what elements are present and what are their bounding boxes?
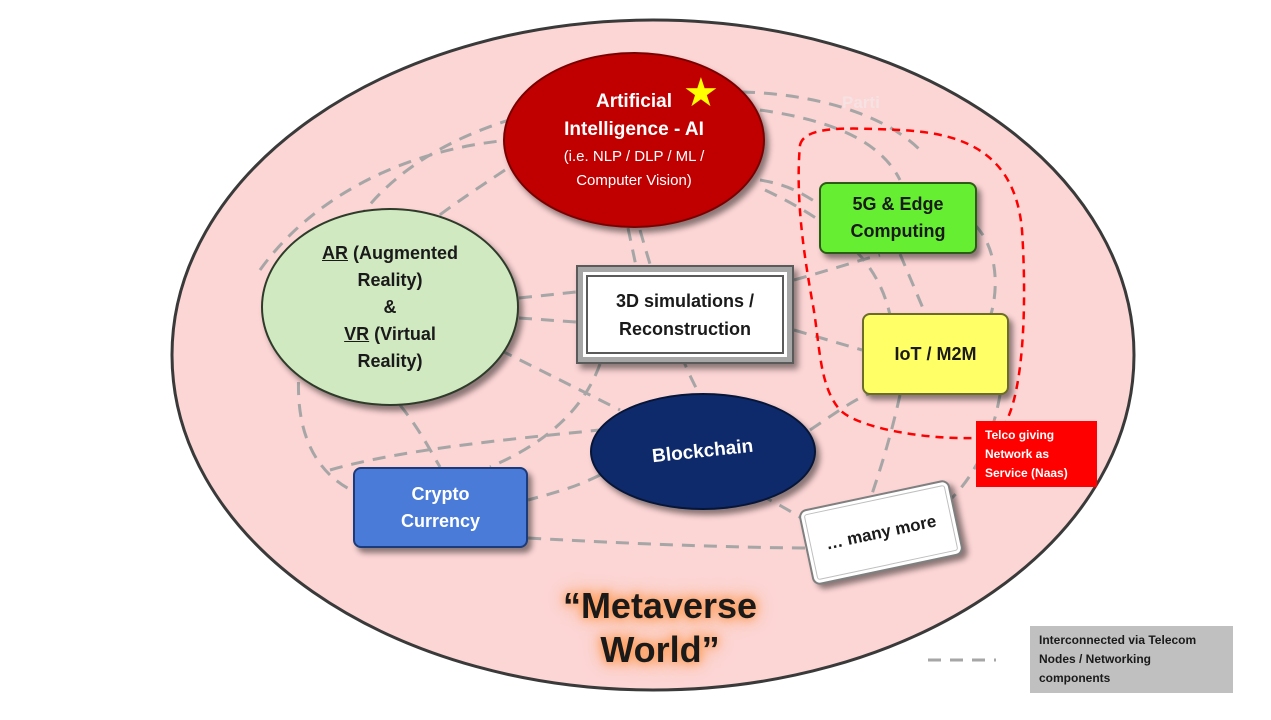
5g-edge-node: 5G & Edge Computing	[819, 182, 977, 254]
link-blockchain-crypto	[527, 473, 601, 502]
link-ai-iot	[764, 188, 892, 316]
crypto-line1: Crypto	[411, 483, 470, 504]
more-label: … many more	[823, 511, 938, 553]
link-sim-iot	[793, 328, 863, 352]
link-arvr-sim-2	[518, 316, 577, 324]
ar-abbrev: AR	[322, 242, 348, 263]
vr-line: VR (Virtual	[344, 321, 436, 348]
world-line2: World”	[600, 629, 720, 670]
crypto-currency-node: Crypto Currency	[353, 467, 528, 548]
ar-line2: Reality)	[357, 269, 423, 290]
telco-naas-label: Telco giving Network as Service (Naas)	[976, 421, 1097, 487]
ampersand: &	[383, 296, 397, 317]
link-ai-sim	[626, 227, 638, 267]
legend-box: Interconnected via Telecom Nodes / Netwo…	[1030, 626, 1233, 693]
telco-line2: Network as	[985, 446, 1050, 461]
sim-line1: 3D simulations /	[615, 290, 755, 311]
metaverse-world-title: “Metaverse World”	[505, 578, 815, 678]
ai-sub-line2: Computer Vision)	[576, 172, 692, 189]
link-sim-fiveg	[793, 253, 881, 282]
link-sim-blockchain	[489, 363, 602, 469]
fiveg-line2: Computing	[850, 221, 946, 241]
vr-rest: (Virtual	[369, 323, 436, 344]
iot-label: IoT / M2M	[894, 343, 977, 364]
legend-line1: Interconnected via Telecom	[1039, 633, 1197, 647]
link-fiveg-iot	[898, 253, 927, 314]
sim-line2: Reconstruction	[618, 318, 751, 339]
iot-m2m-node: IoT / M2M	[862, 313, 1009, 395]
ar-vr-node: AR (Augmented Reality) & VR (Virtual Rea…	[261, 208, 519, 406]
ai-node: Artificial Intelligence - AI (i.e. NLP /…	[503, 52, 765, 228]
link-ai-parti	[719, 90, 922, 152]
link-ai-fiveg	[759, 178, 821, 207]
link-outer-arc-upper	[258, 138, 511, 271]
telco-network-boundary	[797, 127, 1026, 440]
ar-rest: (Augmented	[348, 242, 458, 263]
ai-sub-line1: (i.e. NLP / DLP / ML /	[563, 148, 705, 165]
legend-line2: Nodes / Networking	[1039, 652, 1152, 666]
blockchain-label: Blockchain	[651, 435, 755, 467]
sim-inner-frame	[586, 275, 784, 354]
link-arvr-crypto	[398, 404, 442, 468]
ai-title-line2: Intelligence - AI	[564, 119, 704, 140]
link-top-right	[759, 108, 902, 181]
telco-line1: Telco giving	[985, 427, 1055, 442]
link-crypto-more	[527, 536, 811, 550]
link-ai-arvr	[408, 168, 506, 242]
link-arvr-sim	[518, 290, 577, 300]
vr-line2: Reality)	[357, 350, 423, 371]
world-line1: “Metaverse	[562, 585, 758, 626]
ar-line: AR (Augmented	[322, 240, 458, 267]
star-icon: ★	[683, 71, 719, 115]
link-iot-down	[868, 394, 902, 501]
vr-abbrev: VR	[344, 323, 370, 344]
3d-simulation-node: 3D simulations / Reconstruction	[576, 265, 794, 364]
fiveg-line1: 5G & Edge	[852, 194, 944, 214]
ai-title-line1: Artificial	[595, 91, 673, 112]
legend-line3: components	[1039, 671, 1111, 685]
faint-label: Parti	[842, 93, 880, 112]
crypto-line2: Currency	[400, 510, 481, 531]
link-world-left-blockchain	[329, 428, 601, 472]
telco-line3: Service (Naas)	[985, 465, 1068, 480]
blockchain-node: Blockchain	[590, 393, 816, 510]
